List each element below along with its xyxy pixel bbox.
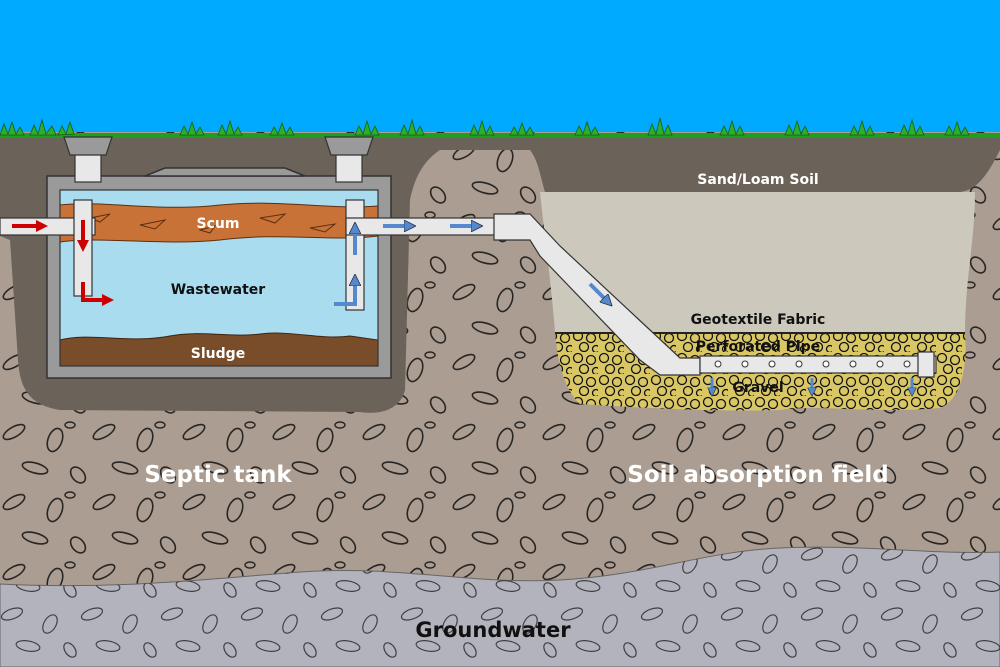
geotextile-fabric-label: Geotextile Fabric bbox=[691, 312, 826, 328]
inlet-turn-arrow bbox=[81, 282, 114, 306]
groundwater-pebbles bbox=[0, 547, 1000, 667]
septic-tank-top-hump bbox=[144, 167, 306, 177]
distribution-pipe bbox=[493, 213, 701, 376]
grass-tufts bbox=[0, 117, 970, 136]
soil-absorption-field-label: Soil absorption field bbox=[627, 462, 888, 488]
grass-line bbox=[0, 133, 1000, 138]
inlet-riser bbox=[63, 136, 113, 183]
sludge-label: Sludge bbox=[191, 346, 245, 362]
scum-label: Scum bbox=[197, 216, 240, 232]
gravel-label: Gravel bbox=[732, 380, 783, 396]
outlet-riser bbox=[324, 136, 374, 183]
sand-loam-soil-area bbox=[540, 192, 975, 333]
sludge-layer bbox=[59, 332, 379, 367]
perforated-pipe-label: Perforated Pipe bbox=[696, 339, 820, 355]
sand-loam-soil-label: Sand/Loam Soil bbox=[697, 172, 818, 188]
sky bbox=[0, 0, 1000, 140]
septic-tank-label: Septic tank bbox=[144, 462, 292, 488]
distribution-arrow bbox=[588, 282, 608, 302]
perforated-pipe bbox=[699, 351, 937, 378]
seepage-arrows bbox=[712, 378, 912, 392]
groundwater-label: Groundwater bbox=[415, 618, 571, 642]
septic-tank-inner-outline bbox=[59, 189, 379, 367]
wastewater-label: Wastewater bbox=[171, 282, 265, 298]
outlet-up-arrow bbox=[334, 280, 355, 306]
